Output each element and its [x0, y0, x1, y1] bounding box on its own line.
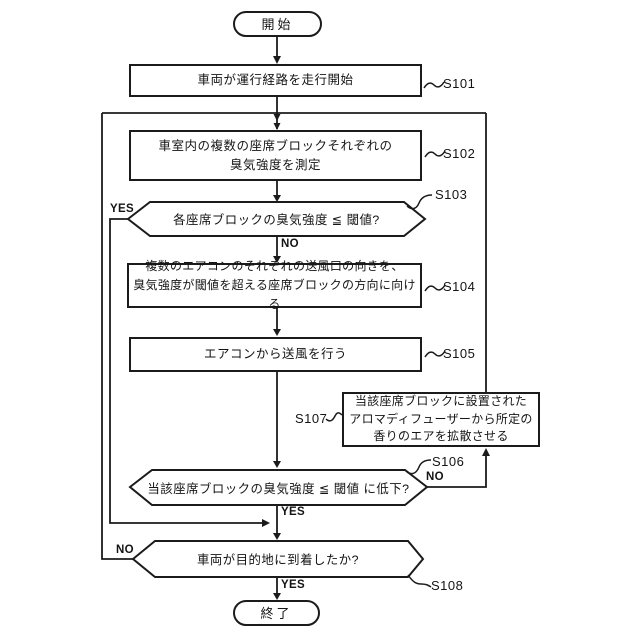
process-s104-text-line2: 臭気強度が閾値を超える座席ブロックの方向に向ける	[133, 278, 416, 311]
step-label-s103: S103	[435, 187, 468, 202]
decision-s103-shape	[126, 201, 427, 237]
process-s105-text: エアコンから送風を行う	[203, 347, 347, 361]
start-node: 開始	[233, 11, 322, 37]
process-s107-text-line3: 香りのエアを拡散させる	[373, 429, 509, 444]
arrowhead	[273, 461, 281, 468]
step-label-s102: S102	[443, 146, 476, 161]
process-s105: エアコンから送風を行う	[129, 337, 422, 372]
squiggle-s107	[325, 412, 343, 422]
end-node: 終了	[233, 600, 320, 626]
branch-s103-yes: YES	[110, 203, 134, 215]
arrowhead	[262, 519, 270, 527]
squiggle-s102	[424, 150, 446, 158]
process-s107-text-line1: 当該座席ブロックに設置された	[354, 394, 528, 409]
end-label: 終了	[260, 605, 293, 621]
decision-s108-shape	[131, 540, 425, 578]
loop-s103-yes	[109, 218, 268, 524]
process-s104: 複数のエアコンのそれぞれの送風口の向きを、 臭気強度が閾値を超える座席ブロックの…	[127, 259, 422, 311]
squiggle-s108	[407, 574, 432, 588]
process-s107: 当該座席ブロックに設置された アロマディフューザーから所定の 香りのエアを拡散さ…	[342, 392, 540, 447]
process-s102-text-line1: 車室内の複数の座席ブロックそれぞれの	[158, 138, 393, 153]
squiggle-s104	[424, 284, 446, 292]
arrowhead	[273, 56, 281, 64]
squiggle-s106	[406, 459, 432, 475]
step-label-s106: S106	[432, 454, 465, 469]
arrowhead	[273, 329, 281, 336]
arrowhead	[273, 114, 281, 121]
decision-s108-text: 車両が目的地に到着したか?	[196, 553, 360, 567]
arrowhead	[273, 256, 281, 263]
squiggle-s103	[406, 194, 433, 210]
squiggle-s105	[424, 350, 446, 358]
step-label-s108: S108	[431, 578, 464, 593]
step-label-s104: S104	[443, 279, 476, 294]
loop-s108-no	[101, 113, 133, 560]
process-s101-text: 車両が運行経路を走行開始	[197, 73, 354, 87]
branch-s103-no: NO	[281, 238, 299, 250]
branch-s106-yes: YES	[281, 506, 305, 518]
start-label: 開始	[261, 16, 294, 32]
process-s101: 車両が運行経路を走行開始	[129, 64, 422, 97]
branch-s106-no: NO	[426, 471, 444, 483]
arrowhead	[273, 195, 281, 202]
decision-s106-shape	[128, 469, 429, 506]
arrow-s106-no-s107	[427, 450, 487, 488]
decision-s106-text: 当該座席ブロックの臭気強度 ≦ 閾値 に低下?	[147, 481, 410, 496]
process-s107-text-line2: アロマディフューザーから所定の	[349, 411, 533, 426]
step-label-s107: S107	[295, 411, 328, 426]
process-s102-text-line2: 臭気強度を測定	[229, 157, 321, 172]
arrowhead	[482, 448, 490, 456]
decision-s103-text: 各座席ブロックの臭気強度 ≦ 閾値?	[173, 213, 380, 227]
step-label-s101: S101	[443, 76, 476, 91]
process-s104-text-line1: 複数のエアコンのそれぞれの送風口の向きを、	[145, 259, 404, 273]
process-s102: 車室内の複数の座席ブロックそれぞれの 臭気強度を測定	[129, 130, 422, 181]
arrowhead	[273, 123, 281, 130]
arrowhead	[273, 593, 281, 600]
branch-s108-no: NO	[116, 544, 134, 556]
squiggle-s101	[423, 81, 445, 89]
branch-s108-yes: YES	[281, 579, 305, 591]
arrowhead	[273, 533, 281, 540]
step-label-s105: S105	[443, 346, 476, 361]
